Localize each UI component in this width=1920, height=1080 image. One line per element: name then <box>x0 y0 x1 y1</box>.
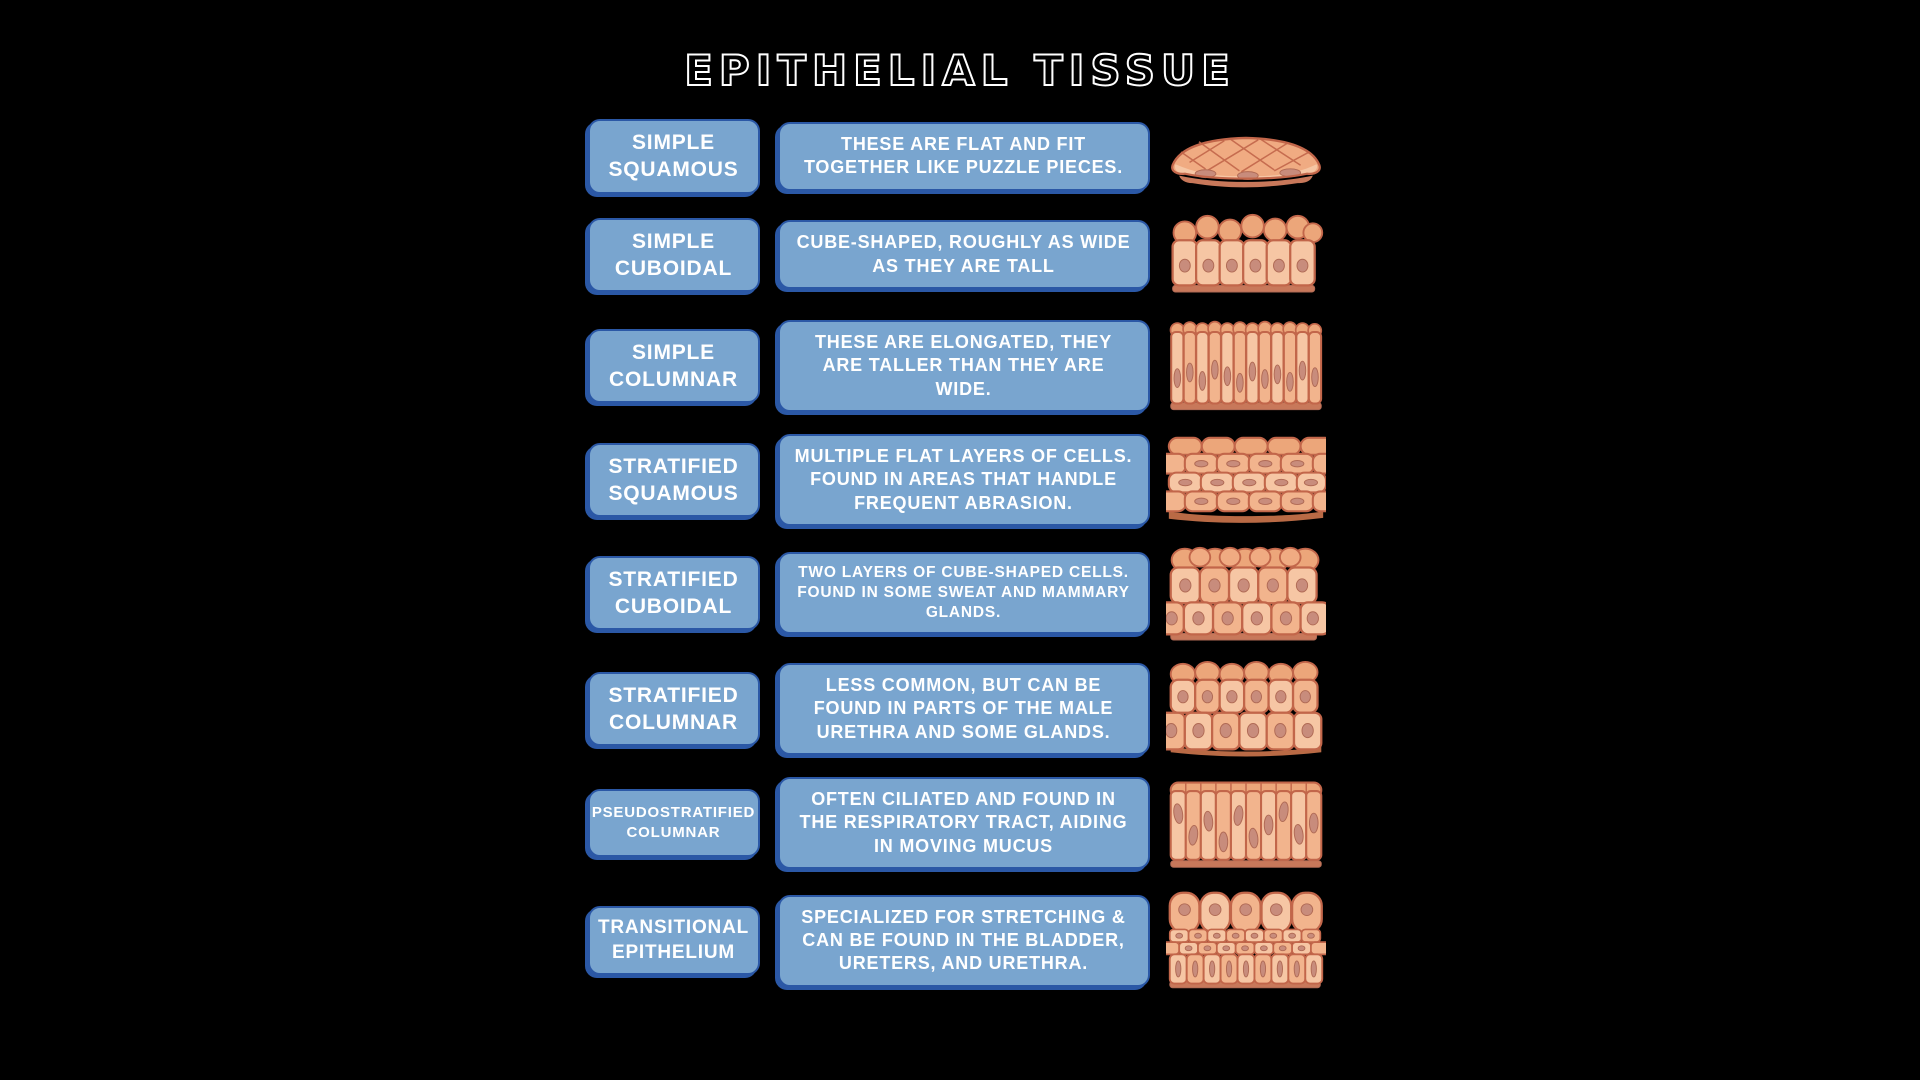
simple-cuboidal-cells-icon <box>1166 212 1326 299</box>
tissue-label-box: PSEUDOSTRATIFIED COLUMNAR <box>587 788 760 857</box>
tissue-label-box: STRATIFIED SQUAMOUS <box>587 442 760 518</box>
tissue-description-box: SPECIALIZED FOR STRETCHING & CAN BE FOUN… <box>777 894 1150 987</box>
tissue-description: SPECIALIZED FOR STRETCHING & CAN BE FOUN… <box>801 906 1126 974</box>
tissue-label: STRATIFIED COLUMNAR <box>608 683 739 734</box>
tissue-description: CUBE-SHAPED, ROUGHLY AS WIDE AS THEY ARE… <box>796 232 1131 276</box>
tissue-label: SIMPLE CUBOIDAL <box>614 229 733 280</box>
tissue-description-box: THESE ARE FLAT AND FIT TOGETHER LIKE PUZ… <box>777 121 1150 191</box>
tissue-description-box: CUBE-SHAPED, ROUGHLY AS WIDE AS THEY ARE… <box>777 220 1150 290</box>
tissue-description-box: LESS COMMON, BUT CAN BE FOUND IN PARTS O… <box>777 662 1150 755</box>
tissue-description: TWO LAYERS OF CUBE-SHAPED CELLS. FOUND I… <box>797 563 1130 622</box>
tissue-label: STRATIFIED SQUAMOUS <box>608 454 739 505</box>
transitional-epithelium-cells-icon <box>1165 888 1326 993</box>
tissue-rows: SIMPLE SQUAMOUS THESE ARE FLAT AND FIT T… <box>587 119 1333 993</box>
tissue-label-box: SIMPLE SQUAMOUS <box>587 119 760 194</box>
stratified-columnar-cells-icon <box>1165 660 1326 758</box>
tissue-label: SIMPLE SQUAMOUS <box>608 131 739 182</box>
tissue-description: MULTIPLE FLAT LAYERS OF CELLS. FOUND IN … <box>794 445 1133 513</box>
tissue-label: TRANSITIONAL EPITHELIUM <box>597 916 750 963</box>
simple-columnar-cells-icon <box>1166 316 1326 416</box>
tissue-row-stratified-columnar: STRATIFIED COLUMNAR LESS COMMON, BUT CAN… <box>587 660 1333 758</box>
tissue-row-simple-squamous: SIMPLE SQUAMOUS THESE ARE FLAT AND FIT T… <box>587 119 1333 194</box>
tissue-description-box: THESE ARE ELONGATED, THEY ARE TALLER THA… <box>777 319 1150 413</box>
page-title: EPITHELIAL TISSUE <box>683 45 1236 96</box>
pseudostratified-columnar-cells-icon <box>1166 776 1326 870</box>
tissue-description-box: MULTIPLE FLAT LAYERS OF CELLS. FOUND IN … <box>777 433 1150 527</box>
tissue-label-box: SIMPLE CUBOIDAL <box>587 217 760 293</box>
tissue-label: STRATIFIED CUBOIDAL <box>608 567 739 619</box>
tissue-label-box: STRATIFIED COLUMNAR <box>587 671 760 747</box>
simple-squamous-cells-icon <box>1166 121 1326 191</box>
tissue-label-box: TRANSITIONAL EPITHELIUM <box>587 905 760 976</box>
stratified-cuboidal-cells-icon <box>1165 544 1326 642</box>
tissue-row-simple-columnar: SIMPLE COLUMNAR THESE ARE ELONGATED, THE… <box>587 316 1333 416</box>
tissue-label-box: STRATIFIED CUBOIDAL <box>587 555 760 631</box>
tissue-row-stratified-squamous: STRATIFIED SQUAMOUS MULTIPLE FLAT LAYERS… <box>587 433 1333 527</box>
tissue-description: OFTEN CILIATED AND FOUND IN THE RESPIRAT… <box>799 788 1128 856</box>
tissue-row-transitional-epithelium: TRANSITIONAL EPITHELIUM SPECIALIZED FOR … <box>587 888 1333 993</box>
tissue-row-stratified-cuboidal: STRATIFIED CUBOIDAL TWO LAYERS OF CUBE-S… <box>587 544 1333 642</box>
tissue-label-box: SIMPLE COLUMNAR <box>587 328 760 404</box>
tissue-label: PSEUDOSTRATIFIED COLUMNAR <box>591 804 756 841</box>
tissue-row-pseudostratified-columnar: PSEUDOSTRATIFIED COLUMNAR OFTEN CILIATED… <box>587 776 1333 870</box>
tissue-description-box: TWO LAYERS OF CUBE-SHAPED CELLS. FOUND I… <box>777 551 1150 635</box>
tissue-description-box: OFTEN CILIATED AND FOUND IN THE RESPIRAT… <box>777 776 1150 869</box>
stratified-squamous-cells-icon <box>1165 435 1326 525</box>
tissue-description: THESE ARE ELONGATED, THEY ARE TALLER THA… <box>814 331 1113 399</box>
tissue-description: THESE ARE FLAT AND FIT TOGETHER LIKE PUZ… <box>803 133 1124 178</box>
tissue-description: LESS COMMON, BUT CAN BE FOUND IN PARTS O… <box>813 674 1114 742</box>
tissue-label: SIMPLE COLUMNAR <box>609 340 738 392</box>
tissue-row-simple-cuboidal: SIMPLE CUBOIDAL CUBE-SHAPED, ROUGHLY AS … <box>587 212 1333 299</box>
